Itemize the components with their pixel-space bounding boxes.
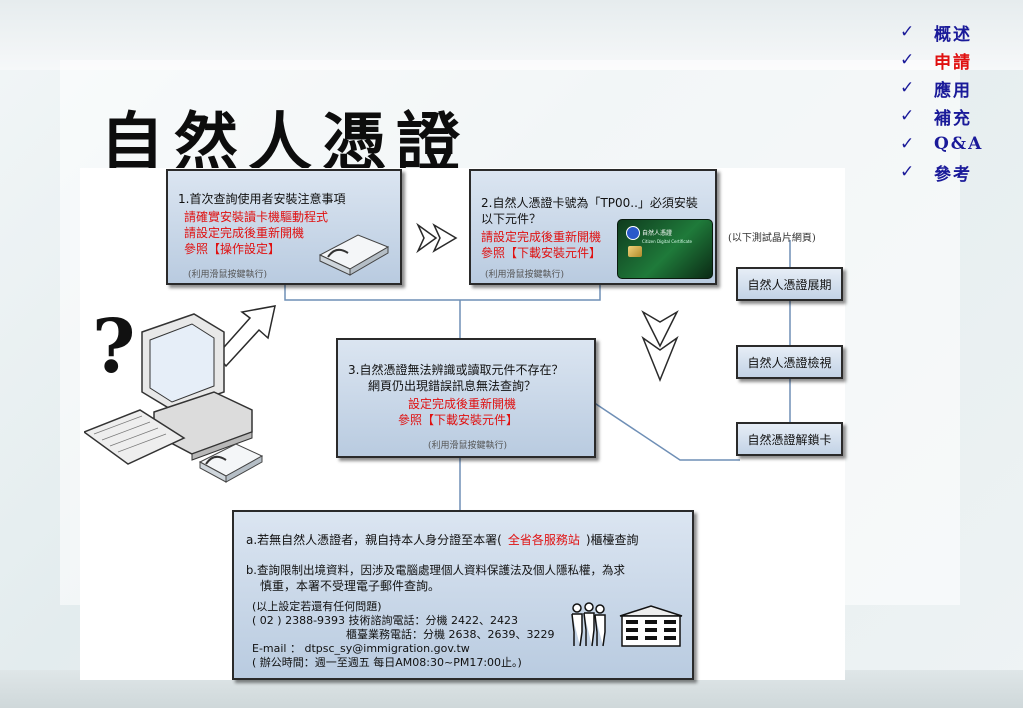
info-b-line1: b.查詢限制出境資料，因涉及電腦處理個人資料保護法及個人隱私權，為求: [246, 563, 625, 577]
card-emblem-icon: [626, 226, 640, 240]
step3-reboot-text: 設定完成後重新開機: [408, 397, 517, 411]
card-reader-small-icon: [198, 443, 264, 483]
check-icon: ✓: [900, 106, 915, 126]
check-icon: ✓: [900, 78, 915, 98]
check-icon: ✓: [900, 50, 915, 70]
step2-box: 2.自然人憑證卡號為「TP00..」必須安裝 以下元件？ 請設定完成後重新開機 …: [469, 169, 717, 285]
people-icon: [571, 602, 606, 647]
question-mark-icon: ?: [92, 304, 135, 390]
cert-view-button[interactable]: 自然人憑證檢視: [736, 345, 843, 379]
step3-title-cont: 網頁仍出現錯誤訊息無法查詢？: [368, 379, 537, 393]
card-reader-icon: [318, 234, 390, 276]
info-question: (以上設定若還有任何問題): [252, 600, 382, 613]
step1-settings-link[interactable]: 參照【操作設定】: [184, 242, 281, 256]
card-unlock-button[interactable]: 自然憑證解鎖卡: [736, 422, 843, 456]
check-icon: ✓: [900, 22, 915, 42]
info-tel-technical: ( 02 ) 2388-9393 技術諮詢電話：分機 2422、2423: [252, 614, 519, 627]
step2-reboot-text: 請設定完成後重新開機: [481, 230, 602, 244]
card-title: 自然人憑證: [642, 230, 673, 237]
info-b-line2: 慎重，本署不受理電子郵件查詢。: [260, 579, 441, 593]
step1-hint: (利用滑鼠按鍵執行): [188, 270, 268, 280]
step1-title: 1.首次查詢使用者安裝注意事項: [178, 192, 346, 206]
service-station-link[interactable]: 全省各服務站: [507, 533, 580, 547]
citizen-card-image: 自然人憑證 Citizen Digital Certificate: [617, 219, 713, 279]
card-subtitle: Citizen Digital Certificate: [642, 239, 692, 244]
section-nav: ✓概述 ✓申請 ✓應用 ✓補充 ✓Q&A ✓參考: [900, 18, 983, 186]
cert-extend-button[interactable]: 自然人憑證展期: [736, 267, 843, 301]
info-box: a.若無自然人憑證者，親自持本人身分證至本署(全省各服務站)櫃檯查詢 b.查詢限…: [232, 510, 694, 680]
step2-hint: (利用滑鼠按鍵執行): [485, 270, 565, 280]
check-icon: ✓: [900, 162, 915, 182]
nav-item-overview[interactable]: ✓概述: [900, 22, 972, 45]
step2-title: 2.自然人憑證卡號為「TP00..」必須安裝: [481, 196, 698, 210]
step1-reboot-text: 請設定完成後重新開機: [184, 226, 305, 240]
info-a-line: a.若無自然人憑證者，親自持本人身分證至本署(全省各服務站)櫃檯查詢: [246, 533, 639, 547]
nav-item-qa[interactable]: ✓Q&A: [900, 134, 984, 154]
step1-driver-text: 請確實安裝讀卡機驅動程式: [184, 210, 329, 224]
nav-item-reference[interactable]: ✓參考: [900, 162, 972, 185]
step2-title-cont: 以下元件？: [481, 212, 542, 226]
computer-icon: ?: [84, 304, 253, 465]
info-tel-counter: 櫃臺業務電話：分機 2638、2639、3229: [346, 628, 555, 641]
nav-item-apply[interactable]: ✓申請: [900, 50, 972, 73]
check-icon: ✓: [900, 134, 915, 154]
chip-icon: [628, 246, 642, 257]
info-office-hours: ( 辦公時間：週一至週五 每日AM08:30~PM17:00止。): [252, 656, 522, 669]
nav-item-usage[interactable]: ✓應用: [900, 78, 972, 101]
step2-download-link[interactable]: 參照【下載安裝元件】: [481, 246, 602, 260]
background-top-stripe: [0, 0, 1023, 70]
building-icon: [619, 605, 683, 647]
step3-download-link[interactable]: 參照【下載安裝元件】: [398, 413, 519, 427]
info-email[interactable]: E-mail ： dtpsc_sy@immigration.gov.tw: [252, 642, 470, 655]
step3-title: 3.自然憑證無法辨識或讀取元件不存在？: [348, 363, 564, 377]
test-page-note: (以下測試晶片網頁): [728, 233, 816, 244]
nav-item-supplement[interactable]: ✓補充: [900, 106, 972, 129]
step3-box: 3.自然憑證無法辨識或讀取元件不存在？ 網頁仍出現錯誤訊息無法查詢？ 設定完成後…: [336, 338, 596, 458]
step3-hint: (利用滑鼠按鍵執行): [428, 441, 508, 451]
step1-box: 1.首次查詢使用者安裝注意事項 請確實安裝讀卡機驅動程式 請設定完成後重新開機 …: [166, 169, 402, 285]
